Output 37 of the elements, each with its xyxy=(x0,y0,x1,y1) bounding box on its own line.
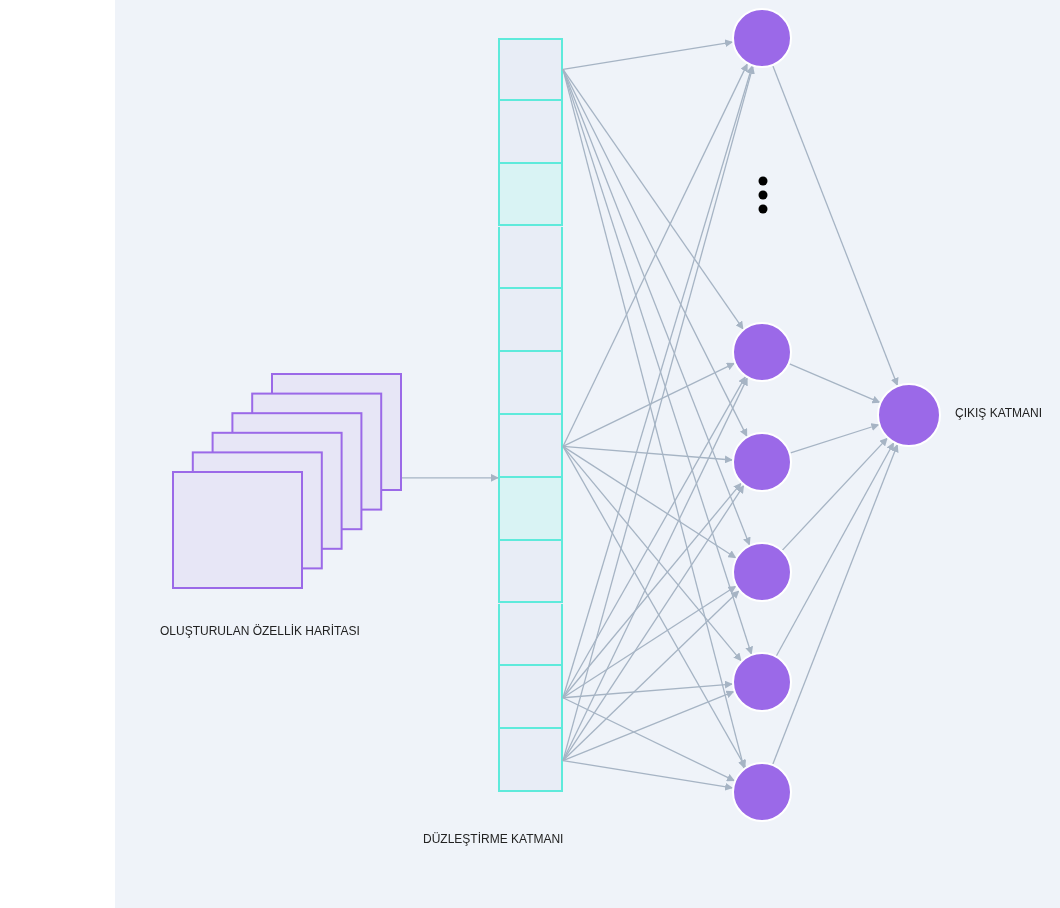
vector-cell xyxy=(498,729,563,792)
layer-caption: OLUŞTURULAN ÖZELLİK HARİTASI xyxy=(160,624,360,638)
arrow xyxy=(562,445,737,559)
arrow xyxy=(781,437,888,551)
vector-cell xyxy=(498,415,563,478)
arrow xyxy=(772,444,899,765)
arrow xyxy=(789,423,880,454)
arrow xyxy=(562,362,735,448)
flatten-column xyxy=(498,38,563,792)
arrow xyxy=(772,65,899,386)
vector-cell xyxy=(498,100,563,164)
feature-map-stack xyxy=(172,373,402,589)
vector-cell xyxy=(498,226,563,290)
arrow xyxy=(562,585,737,699)
vector-cell xyxy=(498,477,563,541)
vector-cell xyxy=(498,289,563,353)
vector-cell xyxy=(498,352,563,415)
arrow xyxy=(562,68,744,330)
arrow xyxy=(562,759,734,791)
arrow xyxy=(401,473,499,482)
arrow xyxy=(562,39,734,71)
vector-cell xyxy=(498,540,563,604)
vector-cell xyxy=(498,38,563,101)
arrow xyxy=(562,690,735,762)
vector-cell xyxy=(498,163,563,227)
arrow xyxy=(562,482,742,699)
arrow xyxy=(562,445,733,464)
arrow xyxy=(775,442,895,657)
layer-caption: DÜZLEŞTİRME KATMANI xyxy=(423,832,564,846)
arrow xyxy=(562,680,733,699)
arrow xyxy=(562,697,735,782)
vector-cell xyxy=(498,603,563,667)
arrow xyxy=(562,445,742,662)
vector-cell xyxy=(498,666,563,730)
arrow xyxy=(562,590,740,762)
layer-caption: ÇIKIŞ KATMANI xyxy=(955,406,1043,420)
arrow xyxy=(788,363,881,404)
